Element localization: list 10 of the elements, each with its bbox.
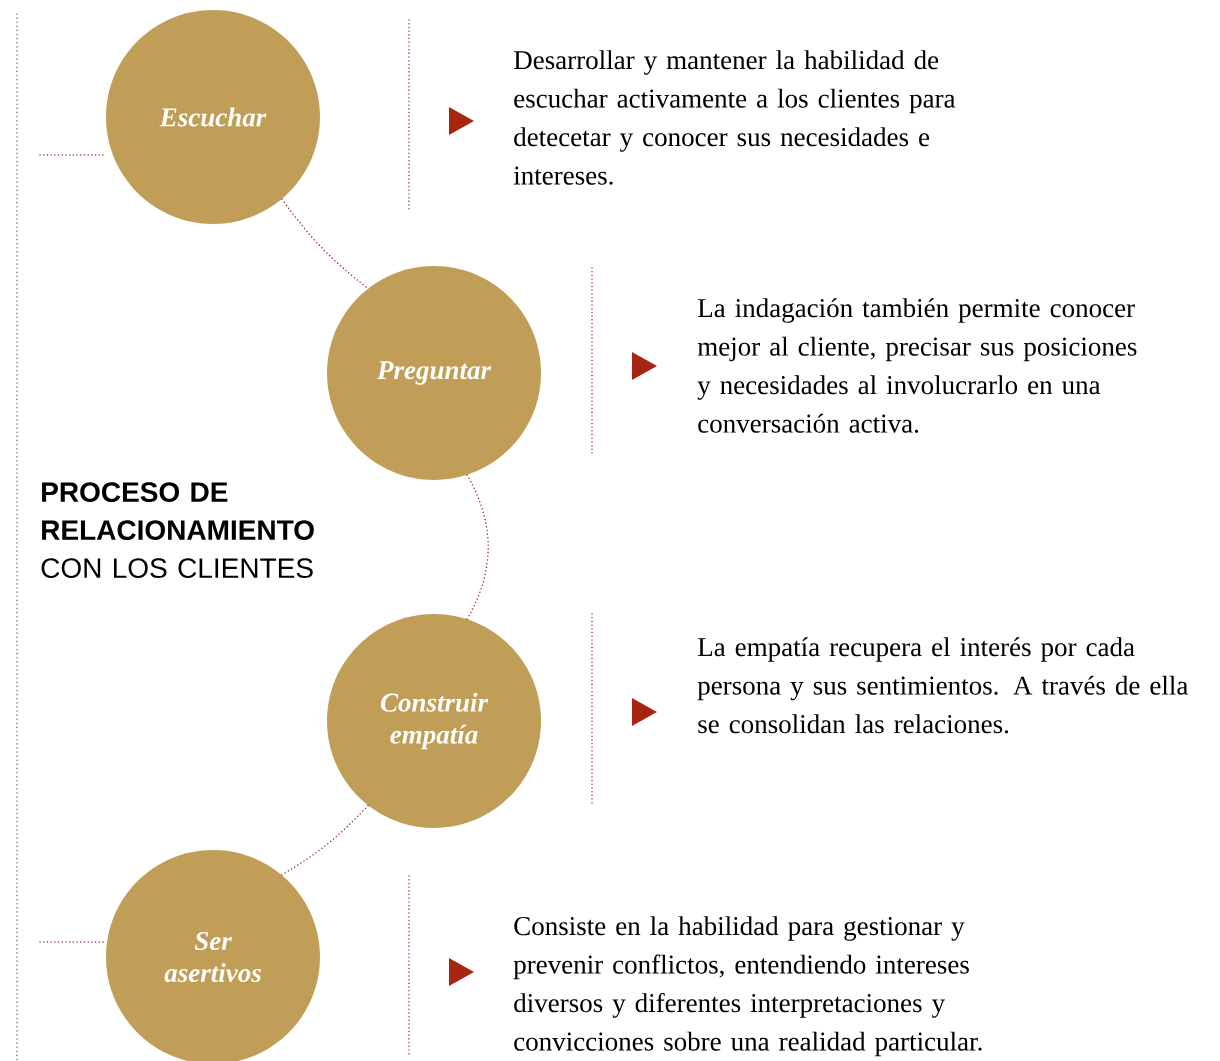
connector-line	[39, 941, 107, 943]
connector-line	[281, 804, 369, 876]
connector-line	[281, 198, 369, 290]
description-text: Desarrollar y mantener la habilidad de escuchar activamente a los clientes para detecetar y conocer sus necesidades e intereses.	[513, 50, 956, 185]
connector-line	[39, 154, 107, 156]
description-text: Consiste en la habilidad para gestionar y prevenir conflictos, entendiendo intereses diversos y diferentes interpretaciones y convicciones sobre una realidad particular.	[513, 916, 982, 1057]
title-text: PROCESO DE RELACIONAMIENTO CON LOS CLIENTES	[41, 482, 314, 579]
description-text: La empatía recupera el interés por cada persona y sus sentimientos. A través de ella se consolidan las relaciones.	[697, 637, 1188, 734]
connector-line	[466, 474, 489, 620]
description-text: La indagación también permite conocer mejor al cliente, precisar sus posiciones y necesidades al involucrarlo en una conversación activa.	[697, 298, 1137, 433]
